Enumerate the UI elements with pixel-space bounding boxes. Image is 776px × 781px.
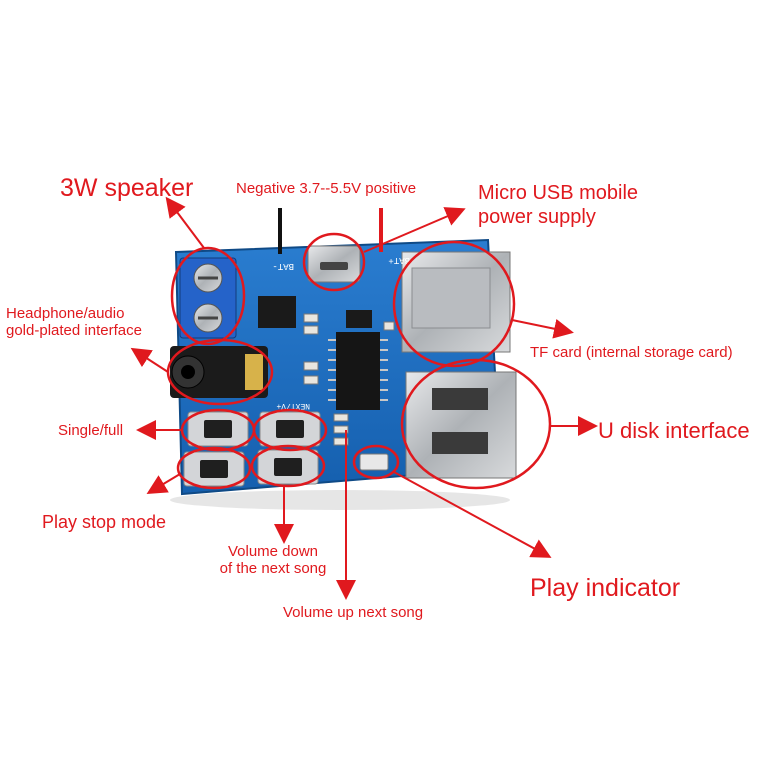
label-udisk: U disk interface (598, 418, 750, 443)
silk-bat-plus: BAT+ (388, 255, 410, 265)
label-battery: Negative 3.7--5.5V positive (236, 180, 417, 197)
indicator-led (359, 453, 389, 471)
amp-ic (258, 296, 296, 328)
label-single-full: Single/full (58, 422, 124, 439)
board-shadow (170, 490, 510, 510)
label-headphone-line2: gold-plated interface (6, 322, 142, 339)
small-chip (346, 310, 372, 328)
label-vol-down-line1: Volume down (227, 543, 319, 560)
headphone-jack (170, 346, 268, 398)
screw-terminal (179, 257, 237, 339)
silk-next: NEXT/V+ (276, 401, 310, 410)
label-headphone-line1: Headphone/audio (6, 305, 125, 322)
label-play-stop: Play stop mode (42, 512, 167, 532)
tact-buttons (183, 411, 321, 487)
silk-bat-minus: BAT- (272, 261, 294, 271)
label-usb-line2: power supply (478, 206, 596, 228)
label-tf-card: TF card (internal storage card) (530, 344, 733, 361)
passive-components (303, 313, 395, 446)
usb-a-port (405, 371, 517, 479)
label-speaker: 3W speaker (60, 174, 194, 202)
tf-card-slot (401, 251, 511, 353)
callout-arrows (130, 196, 598, 600)
main-chip (328, 332, 388, 410)
micro-usb-port (307, 245, 361, 283)
label-usb-line1: Micro USB mobile (478, 182, 639, 204)
label-play-indicator: Play indicator (530, 574, 681, 602)
label-vol-down-line2: of the next song (219, 560, 327, 577)
label-vol-up: Volume up next song (283, 604, 424, 621)
